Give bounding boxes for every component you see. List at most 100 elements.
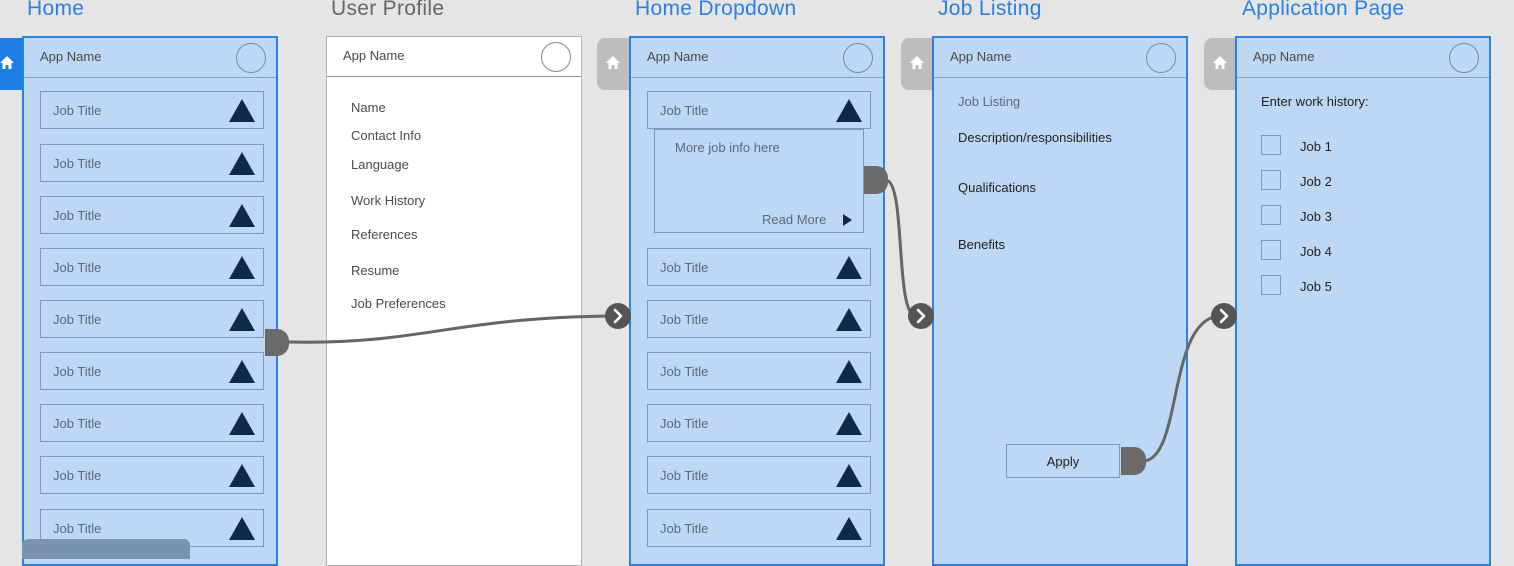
read-more-link[interactable]: Read More: [762, 212, 827, 227]
listing-heading: Job Listing: [958, 94, 1021, 109]
job-title: Job Title: [53, 468, 102, 483]
menu-item-name[interactable]: Name: [351, 100, 386, 115]
app-bar: App Name: [934, 38, 1186, 78]
benefits-label: Benefits: [958, 237, 1005, 252]
link-target[interactable]: [605, 303, 631, 329]
job-option-label: Job 5: [1300, 279, 1332, 294]
job-title: Job Title: [53, 312, 102, 327]
avatar[interactable]: [541, 42, 571, 72]
app-name: App Name: [647, 49, 709, 64]
triangle-up-icon[interactable]: [229, 204, 255, 227]
job-row[interactable]: Job Title: [40, 352, 264, 390]
triangle-up-icon[interactable]: [229, 412, 255, 435]
triangle-up-icon[interactable]: [229, 360, 255, 383]
job-row[interactable]: Job Title: [40, 91, 264, 129]
home-tab-dropdown[interactable]: [597, 38, 629, 90]
connector-handle[interactable]: [864, 166, 888, 194]
home-tab-home[interactable]: [0, 38, 23, 90]
job-row[interactable]: Job Title: [40, 404, 264, 442]
apply-button[interactable]: Apply: [1006, 444, 1120, 478]
connector-handle[interactable]: [265, 329, 289, 356]
connector-handle[interactable]: [1121, 447, 1146, 475]
artboard-home: App Name Job Title Job Title Job Title J…: [22, 36, 278, 566]
artboard-user-profile: App Name Name Contact Info Language Work…: [326, 36, 582, 566]
job-row[interactable]: Job Title: [647, 509, 871, 547]
job-title: Job Title: [53, 103, 102, 118]
frame-title-application-page: Application Page: [1242, 0, 1405, 20]
job-title: Job Title: [53, 260, 102, 275]
link-target[interactable]: [908, 303, 934, 329]
job-checkbox[interactable]: [1261, 135, 1281, 155]
job-row[interactable]: Job Title: [647, 352, 871, 390]
menu-item-job-preferences[interactable]: Job Preferences: [351, 296, 446, 311]
job-row[interactable]: Job Title: [40, 300, 264, 338]
app-bar: App Name: [327, 37, 581, 77]
job-checkbox[interactable]: [1261, 275, 1281, 295]
job-row[interactable]: Job Title: [647, 300, 871, 338]
triangle-up-icon[interactable]: [836, 360, 862, 383]
connector-dropdown-to-listing: [885, 178, 916, 318]
menu-item-language[interactable]: Language: [351, 157, 409, 172]
avatar[interactable]: [236, 43, 266, 73]
menu-item-references[interactable]: References: [351, 227, 418, 242]
job-title: Job Title: [660, 312, 709, 327]
job-option-label: Job 3: [1300, 209, 1332, 224]
job-title: Job Title: [660, 260, 709, 275]
work-history-prompt: Enter work history:: [1261, 94, 1369, 109]
link-target[interactable]: [1211, 303, 1237, 329]
play-icon[interactable]: [843, 214, 852, 226]
triangle-up-icon[interactable]: [836, 99, 862, 122]
triangle-up-icon[interactable]: [229, 256, 255, 279]
home-icon: [1213, 56, 1227, 69]
job-title: Job Title: [660, 103, 709, 118]
triangle-up-icon[interactable]: [836, 412, 862, 435]
triangle-up-icon[interactable]: [836, 464, 862, 487]
triangle-up-icon[interactable]: [229, 517, 255, 540]
app-bar: App Name: [24, 38, 276, 78]
job-title: Job Title: [53, 208, 102, 223]
bottom-panel-tab[interactable]: [22, 539, 190, 559]
avatar[interactable]: [1146, 43, 1176, 73]
job-checkbox[interactable]: [1261, 240, 1281, 260]
job-title: Job Title: [53, 156, 102, 171]
app-bar: App Name: [631, 38, 883, 78]
qualifications-label: Qualifications: [958, 180, 1037, 195]
triangle-up-icon[interactable]: [836, 308, 862, 331]
menu-item-work-history[interactable]: Work History: [351, 193, 426, 208]
chevron-right-icon: [613, 308, 623, 324]
job-checkbox[interactable]: [1261, 170, 1281, 190]
menu-item-resume[interactable]: Resume: [351, 263, 400, 278]
job-row-expanded[interactable]: Job Title: [647, 91, 871, 129]
job-row[interactable]: Job Title: [40, 196, 264, 234]
triangle-up-icon[interactable]: [229, 152, 255, 175]
menu-item-contact-info[interactable]: Contact Info: [351, 128, 422, 143]
job-row[interactable]: Job Title: [40, 144, 264, 182]
triangle-up-icon[interactable]: [836, 517, 862, 540]
job-title: Job Title: [660, 364, 709, 379]
home-tab-listing[interactable]: [901, 38, 933, 90]
avatar[interactable]: [843, 43, 873, 73]
app-name: App Name: [950, 49, 1012, 64]
job-dropdown-panel: More job info here Read More: [654, 129, 864, 233]
home-tab-application[interactable]: [1204, 38, 1236, 90]
avatar[interactable]: [1449, 43, 1479, 73]
chevron-right-icon: [1219, 308, 1229, 324]
job-checkbox[interactable]: [1261, 205, 1281, 225]
job-option-label: Job 1: [1300, 139, 1332, 154]
job-row[interactable]: Job Title: [647, 404, 871, 442]
job-row[interactable]: Job Title: [647, 456, 871, 494]
job-row[interactable]: Job Title: [647, 248, 871, 286]
job-row[interactable]: Job Title: [40, 456, 264, 494]
job-option-label: Job 2: [1300, 174, 1332, 189]
app-bar: App Name: [1237, 38, 1489, 78]
job-title: Job Title: [53, 364, 102, 379]
job-row[interactable]: Job Title: [40, 248, 264, 286]
chevron-right-icon: [916, 308, 926, 324]
triangle-up-icon[interactable]: [229, 99, 255, 122]
triangle-up-icon[interactable]: [229, 308, 255, 331]
triangle-up-icon[interactable]: [836, 256, 862, 279]
more-info-text: More job info here: [675, 140, 780, 155]
triangle-up-icon[interactable]: [229, 464, 255, 487]
job-title: Job Title: [660, 521, 709, 536]
frame-title-user-profile: User Profile: [331, 0, 445, 20]
